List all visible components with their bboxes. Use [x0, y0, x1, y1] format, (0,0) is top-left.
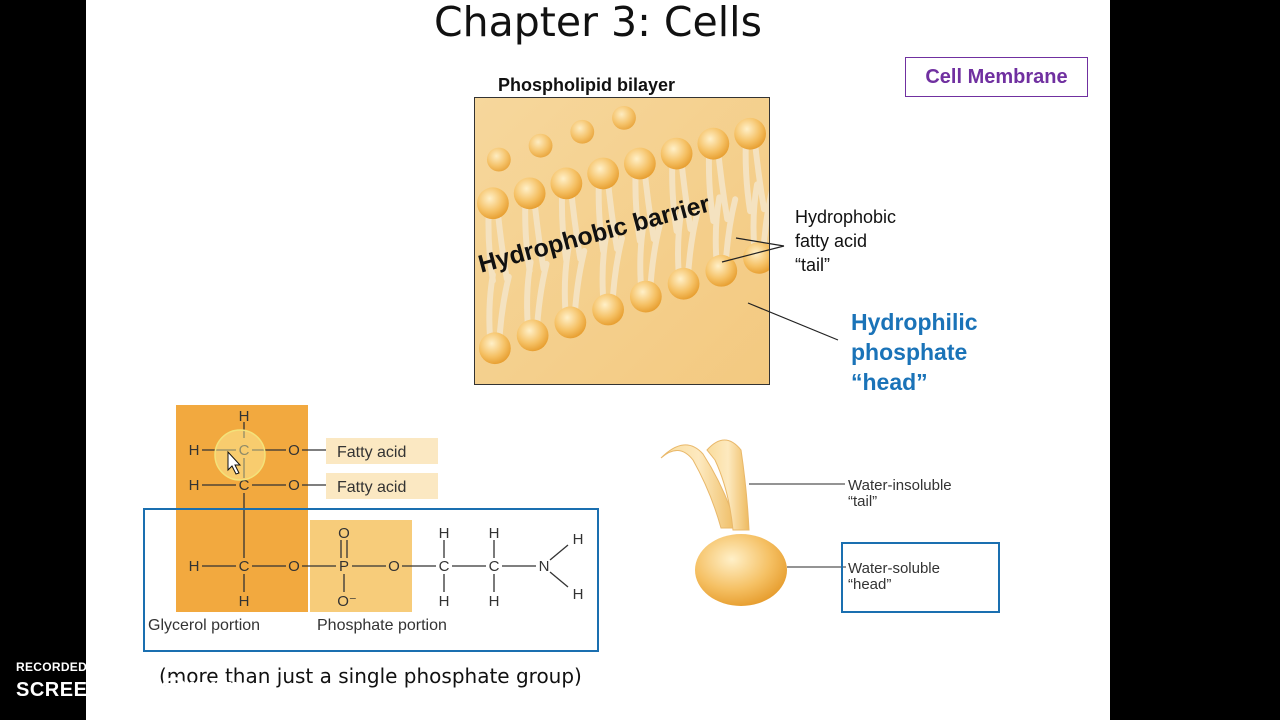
svg-text:H: H: [489, 525, 500, 542]
fatty-acid-box-2: [326, 473, 438, 499]
svg-text:C: C: [239, 477, 250, 494]
svg-text:H: H: [239, 593, 250, 610]
water-soluble-box: [841, 542, 1000, 613]
slide: Chapter 3: Cells Cell Membrane Phospholi…: [86, 0, 1110, 720]
svg-text:O: O: [288, 442, 300, 459]
hydrophobic-tail-label: Hydrophobic fatty acid “tail”: [795, 207, 897, 275]
water-soluble-label: Water-soluble: [848, 560, 940, 577]
screencast-watermark: RECORDED WITH SCREENCAST MATIC: [16, 660, 253, 703]
polar-region-box: [143, 508, 599, 652]
svg-text:H: H: [189, 558, 200, 575]
svg-text:H: H: [489, 593, 500, 610]
svg-text:“head”: “head”: [848, 576, 891, 593]
svg-text:O: O: [288, 558, 300, 575]
fatty-acid-label-1: Fatty acid: [337, 444, 406, 461]
svg-text:C: C: [239, 558, 250, 575]
svg-text:H: H: [239, 408, 250, 425]
svg-text:O: O: [388, 558, 400, 575]
bilayer-illustration: Hydrophobic barrier: [474, 97, 770, 385]
svg-text:“tail”: “tail”: [848, 493, 877, 510]
svg-text:O: O: [288, 477, 300, 494]
svg-text:H: H: [573, 586, 584, 603]
cell-membrane-badge: Cell Membrane: [905, 57, 1088, 97]
glycerol-portion-label: Glycerol portion: [148, 617, 260, 634]
svg-text:C: C: [439, 558, 450, 575]
svg-text:N: N: [539, 558, 550, 575]
fatty-acid-box-1: [326, 438, 438, 464]
fatty-acid-label-2: Fatty acid: [337, 479, 406, 496]
mouse-cursor-icon: [227, 450, 242, 475]
bilayer-label: Phospholipid bilayer: [498, 75, 676, 95]
svg-text:O⁻: O⁻: [337, 593, 357, 610]
phospholipid-molecule: Water-insoluble “tail” Water-soluble “he…: [660, 439, 1000, 613]
svg-text:H: H: [439, 525, 450, 542]
svg-text:H: H: [439, 593, 450, 610]
hydrophilic-head-label: Hydrophilic phosphate “head”: [851, 309, 978, 395]
cursor-highlight: [214, 429, 266, 481]
svg-text:H: H: [189, 477, 200, 494]
phosphate-note: (more than just a single phosphate group…: [159, 664, 582, 688]
phosphate-portion-label: Phosphate portion: [317, 617, 447, 634]
svg-text:C: C: [489, 558, 500, 575]
svg-text:P: P: [339, 558, 349, 575]
svg-text:O: O: [338, 525, 350, 542]
water-insoluble-label: Water-insoluble: [848, 477, 952, 494]
svg-text:H: H: [573, 531, 584, 548]
svg-text:H: H: [189, 442, 200, 459]
slide-title: Chapter 3: Cells: [434, 0, 762, 46]
screencast-logo-icon: [160, 677, 187, 703]
svg-text:C: C: [239, 442, 250, 459]
